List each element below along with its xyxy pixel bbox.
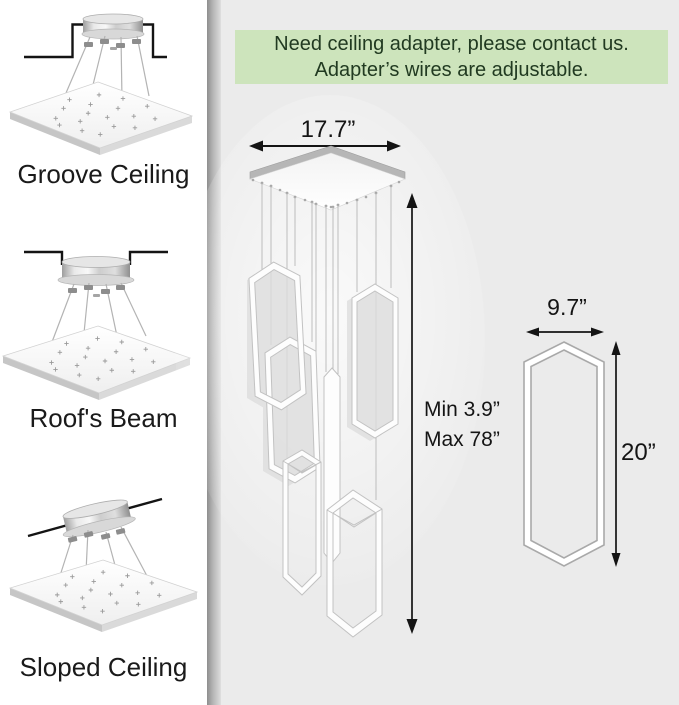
canopy-sloped (62, 499, 136, 537)
canopy-groove (81, 13, 145, 40)
cable-adjusters-beam (68, 285, 125, 297)
adapter-notice-banner: Need ceiling adapter, please contact us.… (235, 30, 668, 84)
height-arrow (406, 193, 418, 634)
beam-line (24, 250, 168, 265)
light-plate-groove (8, 81, 194, 155)
background-glow (175, 95, 485, 585)
banner-line-1: Need ceiling adapter, please contact us. (274, 33, 629, 55)
wire-max-dimension: Max 78” (424, 428, 500, 451)
ring-right-tall (351, 283, 399, 439)
light-plate-beam (1, 325, 192, 400)
ring-lower-left (282, 449, 322, 596)
canopy-beam (57, 256, 135, 286)
roofs-beam-illustration (1, 250, 192, 400)
groove-ceiling-line (24, 23, 167, 59)
cable-adjusters-sloped (67, 528, 126, 543)
single-ring-diagram (523, 327, 621, 567)
cables-beam (51, 282, 147, 343)
roofs-beam-label: Roof's Beam (29, 403, 178, 433)
canopy-width-arrow (249, 140, 401, 152)
canopy-width-dimension: 17.7” (300, 116, 356, 143)
hexagon-rings-cluster (247, 261, 399, 638)
cable-adjusters-groove (84, 39, 141, 50)
banner-line-2: Adapter’s wires are adjustable. (314, 59, 589, 81)
groove-ceiling-label: Groove Ceiling (17, 159, 190, 189)
ring-left-tall (248, 261, 307, 411)
sloped-ceiling-illustration (8, 497, 199, 632)
sloped-ceiling-label: Sloped Ceiling (19, 652, 188, 682)
ring-lowest (326, 489, 383, 638)
ring-width-arrow (526, 327, 604, 337)
wire-min-dimension: Min 3.9” (424, 398, 500, 421)
light-plate-sloped (8, 559, 199, 632)
ring-middle (264, 336, 321, 484)
ring-width-dimension: 9.7” (547, 294, 587, 320)
ring-height-arrow (611, 341, 621, 567)
single-hexagon-ring (523, 341, 605, 567)
ring-height-dimension: 20” (621, 439, 656, 466)
groove-ceiling-illustration (8, 13, 194, 155)
